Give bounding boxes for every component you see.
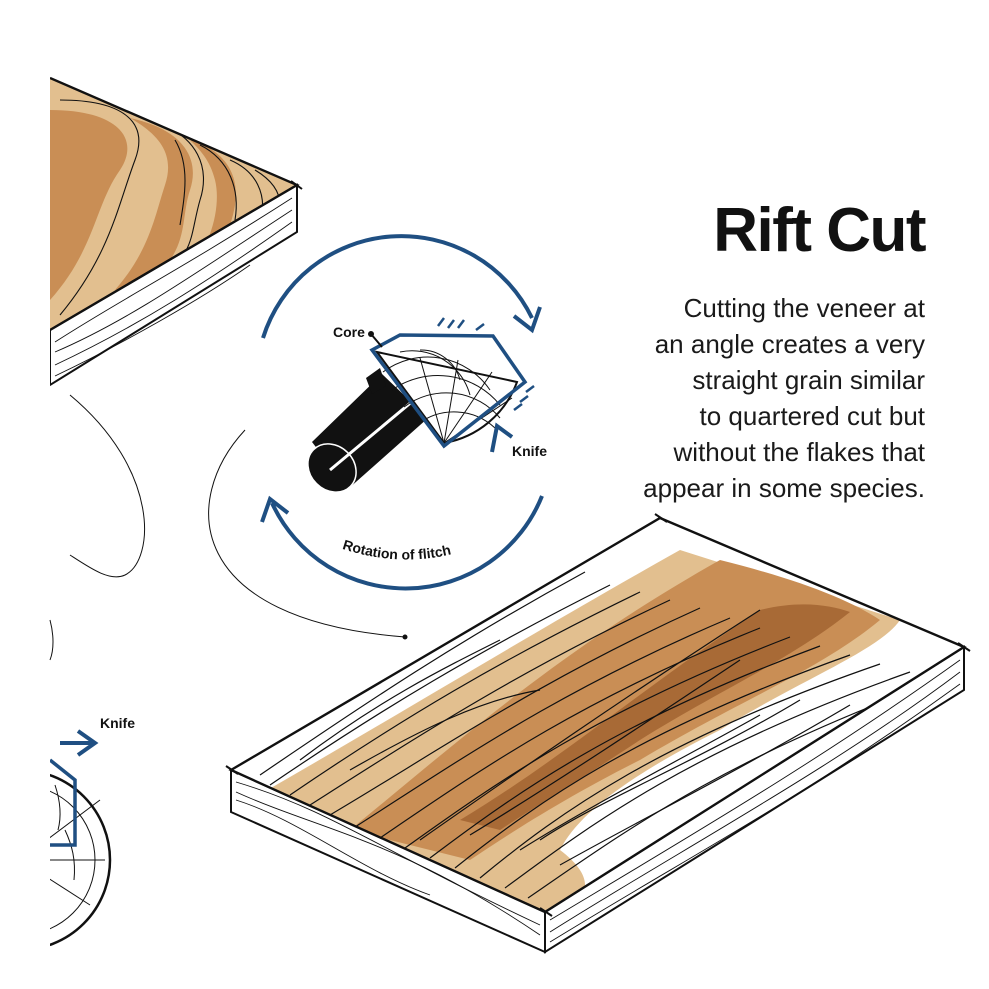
connector-lines	[49, 394, 408, 661]
page-title: Rift Cut	[713, 196, 926, 265]
description-line: without the flakes that	[673, 437, 925, 467]
description-line: Cutting the veneer at	[683, 293, 925, 323]
description-line: to quartered cut but	[699, 401, 925, 431]
description: Cutting the veneer at an angle creates a…	[505, 290, 925, 506]
rotation-arrow-top	[261, 234, 534, 339]
description-line: an angle creates a very	[654, 329, 925, 359]
knife-arrow-icon	[490, 422, 514, 453]
core-shaft	[307, 368, 428, 493]
description-line: appear in some species.	[643, 473, 925, 503]
top-left-board	[50, 76, 303, 387]
arrowhead-top-right-icon	[512, 306, 542, 334]
flitch-quarter	[369, 317, 535, 449]
description-line: straight grain similar	[692, 365, 925, 395]
arrowhead-bottom-left-icon	[260, 495, 290, 523]
flitch-rotation-diagram: Core Knife Rotation of flitch	[260, 234, 547, 591]
bottom-left-log	[50, 729, 112, 947]
knife-left-label: Knife	[100, 715, 135, 731]
core-label: Core	[333, 324, 365, 340]
rotation-arrow-bottom	[270, 495, 544, 591]
knife-label: Knife	[512, 443, 547, 459]
rift-cut-board	[225, 513, 971, 954]
rotation-label: Rotation of flitch	[341, 536, 452, 562]
